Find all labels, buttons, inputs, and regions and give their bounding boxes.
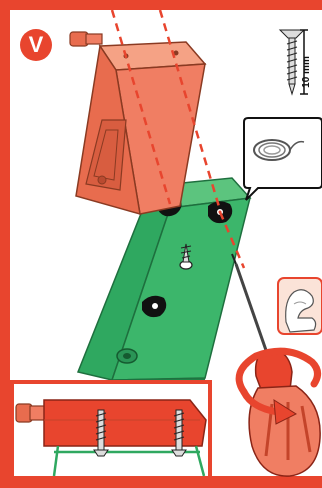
screw-icon	[278, 29, 308, 96]
screw-length-label: 10 mm	[300, 56, 312, 88]
inset-screw-right	[171, 409, 187, 457]
frame-left-bar	[0, 0, 10, 488]
rotate-arrow-icon	[235, 347, 321, 425]
step-badge: V	[20, 29, 52, 61]
alignment-guides	[110, 9, 246, 269]
cable-coil-icon	[243, 117, 322, 201]
frame-top-bar	[0, 0, 322, 10]
inset-detail	[10, 380, 212, 480]
mounting-clip-middle	[142, 295, 167, 318]
screw-in-rail	[179, 243, 193, 270]
inset-screw-left	[93, 409, 109, 457]
bracket-part	[69, 31, 207, 216]
strength-arm-icon	[277, 277, 322, 335]
